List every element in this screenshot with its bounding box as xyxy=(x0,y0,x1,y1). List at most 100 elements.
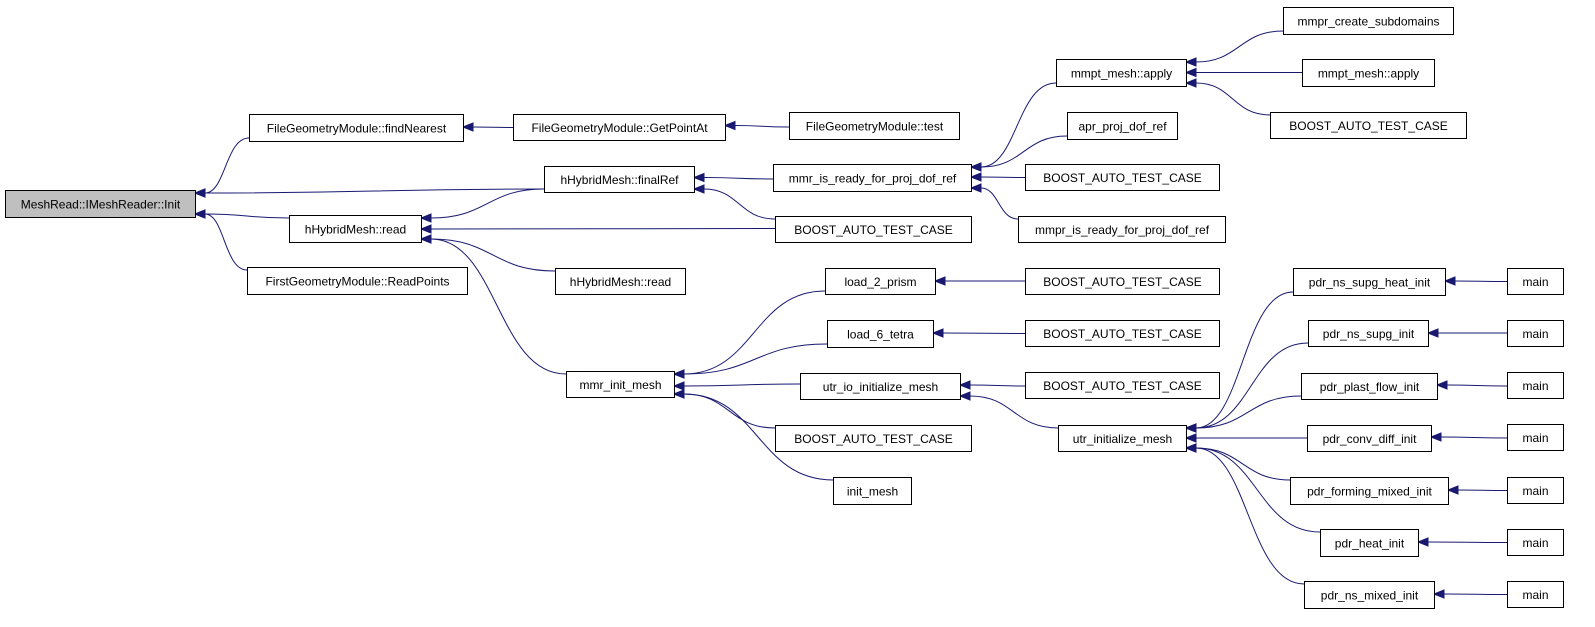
node-main-main7[interactable]: main xyxy=(1507,581,1564,608)
node-apr-proj-dof-ref-apr-proj[interactable]: apr_proj_dof_ref xyxy=(1067,112,1178,140)
node-label: pdr_conv_diff_init xyxy=(1323,432,1418,446)
node-mmpr-is-ready-for-proj-dof-ref-mmpr-ready[interactable]: mmpr_is_ready_for_proj_dof_ref xyxy=(1018,216,1226,243)
node-load-6-tetra-load-6-tetra[interactable]: load_6_tetra xyxy=(827,320,934,348)
edge-line xyxy=(683,393,776,429)
node-filegeometrymodule-findnearest-fg-findNearest[interactable]: FileGeometryModule::findNearest xyxy=(249,114,464,142)
node-box xyxy=(1283,7,1454,35)
edge-main7-to-pdr-ns-mixed xyxy=(1432,589,1508,599)
edge-bat-6-to-load-6-tetra xyxy=(931,328,1026,338)
node-label: main xyxy=(1522,536,1548,550)
edge-fg-getpointat-to-fg-findNearest xyxy=(461,122,514,132)
edge-hh-read-to-root xyxy=(193,209,290,219)
node-filegeometrymodule-getpointat-fg-getpointat[interactable]: FileGeometryModule::GetPointAt xyxy=(513,114,726,141)
node-box xyxy=(1307,425,1432,452)
edge-line xyxy=(980,176,1026,178)
node-box xyxy=(1320,529,1419,557)
node-boost-auto-test-case-bat-5[interactable]: BOOST_AUTO_TEST_CASE xyxy=(1025,268,1220,295)
node-label: main xyxy=(1522,588,1548,602)
node-mmpr-create-subdomains-mmpr-create[interactable]: mmpr_create_subdomains xyxy=(1283,7,1454,35)
node-main-main4[interactable]: main xyxy=(1507,424,1564,451)
node-utr-io-initialize-mesh-utr-io-init[interactable]: utr_io_initialize_mesh xyxy=(800,373,961,400)
node-label: BOOST_AUTO_TEST_CASE xyxy=(794,223,953,237)
edge-arrowhead xyxy=(461,122,474,132)
edge-line xyxy=(1457,489,1508,491)
node-pdr-ns-supg-init-pdr-ns-supg[interactable]: pdr_ns_supg_init xyxy=(1308,320,1429,347)
edge-line xyxy=(1443,593,1508,595)
edge-arrowhead xyxy=(419,224,432,234)
edge-arrowhead xyxy=(419,213,432,223)
edge-line xyxy=(1195,82,1271,116)
edge-utr-io-init-to-mmr-init-mesh xyxy=(672,381,801,391)
edge-mmr-ready-to-hh-finalRef xyxy=(692,172,774,183)
edge-line xyxy=(683,343,828,375)
node-mmr-init-mesh-mmr-init-mesh[interactable]: mmr_init_mesh xyxy=(566,371,675,398)
edge-utr-init-mesh-to-utr-io-init xyxy=(958,391,1059,429)
edge-first-readpoints-to-root xyxy=(193,209,248,271)
node-label: utr_initialize_mesh xyxy=(1073,432,1172,446)
node-label: pdr_heat_init xyxy=(1335,537,1405,551)
edge-bat-2-to-mmr-ready xyxy=(969,172,1026,182)
node-label: mmr_init_mesh xyxy=(579,378,661,392)
edge-load-2-prism-to-mmr-init-mesh xyxy=(672,290,826,379)
node-mmpt-mesh-apply-mmpt-apply2[interactable]: mmpt_mesh::apply xyxy=(1302,59,1435,87)
node-box xyxy=(1507,477,1564,504)
node-utr-initialize-mesh-utr-init-mesh[interactable]: utr_initialize_mesh xyxy=(1058,425,1187,452)
node-main-main1[interactable]: main xyxy=(1507,268,1564,295)
node-firstgeometrymodule-readpoints-first-readpoints[interactable]: FirstGeometryModule::ReadPoints xyxy=(247,267,468,295)
edge-mmpr-create-to-mmpt-apply1 xyxy=(1184,30,1284,67)
node-label: load_2_prism xyxy=(844,275,916,289)
node-box xyxy=(833,477,912,505)
node-meshread-imeshreader-init-root[interactable]: MeshRead::IMeshReader::Init xyxy=(5,190,196,218)
node-pdr-heat-init-pdr-heat[interactable]: pdr_heat_init xyxy=(1320,529,1419,557)
edge-hh-finalRef-to-hh-read xyxy=(419,188,545,223)
node-hhybridmesh-read-hh-read[interactable]: hHybridMesh::read xyxy=(289,215,422,243)
edge-arrowhead xyxy=(969,162,982,172)
edge-mmpt-apply2-to-mmpt-apply1 xyxy=(1184,67,1302,78)
node-label: mmpr_create_subdomains xyxy=(1297,15,1439,29)
node-label: main xyxy=(1522,327,1548,341)
node-pdr-conv-diff-init-pdr-conv[interactable]: pdr_conv_diff_init xyxy=(1307,425,1432,452)
node-filegeometrymodule-test-fg-test[interactable]: FileGeometryModule::test xyxy=(789,112,960,140)
node-boost-auto-test-case-bat-1[interactable]: BOOST_AUTO_TEST_CASE xyxy=(775,216,972,243)
node-hhybridmesh-finalref-hh-finalRef[interactable]: hHybridMesh::finalRef xyxy=(544,166,695,193)
node-hhybridmesh-read-hh-read2[interactable]: hHybridMesh::read xyxy=(555,268,686,295)
edge-hh-finalRef-to-root xyxy=(193,188,545,198)
edge-main2-to-pdr-ns-supg xyxy=(1426,328,1508,338)
node-box xyxy=(1507,320,1564,347)
node-main-main3[interactable]: main xyxy=(1507,372,1564,399)
node-pdr-ns-mixed-init-pdr-ns-mixed[interactable]: pdr_ns_mixed_init xyxy=(1304,581,1435,609)
edge-line xyxy=(430,188,545,219)
node-label: FileGeometryModule::test xyxy=(806,120,944,134)
node-label: mmpr_is_ready_for_proj_dof_ref xyxy=(1035,223,1210,237)
edge-line xyxy=(204,213,248,271)
node-main-main5[interactable]: main xyxy=(1507,477,1564,504)
node-label: FileGeometryModule::findNearest xyxy=(267,122,447,136)
edge-arrowhead xyxy=(969,172,982,182)
edge-arrowhead xyxy=(1443,276,1456,286)
node-boost-auto-test-case-bat-4[interactable]: BOOST_AUTO_TEST_CASE xyxy=(775,425,972,452)
node-boost-auto-test-case-bat-7[interactable]: BOOST_AUTO_TEST_CASE xyxy=(1025,372,1220,399)
node-box xyxy=(775,216,972,243)
node-pdr-ns-supg-heat-init-pdr-ns-supg-heat[interactable]: pdr_ns_supg_heat_init xyxy=(1293,268,1446,296)
node-box xyxy=(1301,373,1438,400)
node-label: BOOST_AUTO_TEST_CASE xyxy=(1043,327,1202,341)
node-mmr-is-ready-for-proj-dof-ref-mmr-ready[interactable]: mmr_is_ready_for_proj_dof_ref xyxy=(773,164,972,192)
node-load-2-prism-load-2-prism[interactable]: load_2_prism xyxy=(825,268,936,295)
node-boost-auto-test-case-bat-3[interactable]: BOOST_AUTO_TEST_CASE xyxy=(1270,112,1467,139)
edge-arrowhead xyxy=(958,380,971,390)
node-box xyxy=(566,371,675,398)
edge-line xyxy=(1427,541,1508,543)
edge-line xyxy=(472,126,514,128)
edge-line xyxy=(204,188,545,194)
node-pdr-plast-flow-init-pdr-plast[interactable]: pdr_plast_flow_init xyxy=(1301,373,1438,400)
node-main-main6[interactable]: main xyxy=(1507,529,1564,556)
node-mmpt-mesh-apply-mmpt-apply1[interactable]: mmpt_mesh::apply xyxy=(1056,59,1187,87)
node-init-mesh-init-mesh[interactable]: init_mesh xyxy=(833,477,912,505)
node-main-main2[interactable]: main xyxy=(1507,320,1564,347)
node-label: BOOST_AUTO_TEST_CASE xyxy=(1043,171,1202,185)
node-boost-auto-test-case-bat-2[interactable]: BOOST_AUTO_TEST_CASE xyxy=(1025,164,1220,191)
node-label: pdr_forming_mixed_init xyxy=(1307,485,1432,499)
node-pdr-forming-mixed-init-pdr-forming[interactable]: pdr_forming_mixed_init xyxy=(1290,477,1449,505)
node-boost-auto-test-case-bat-6[interactable]: BOOST_AUTO_TEST_CASE xyxy=(1025,320,1220,347)
